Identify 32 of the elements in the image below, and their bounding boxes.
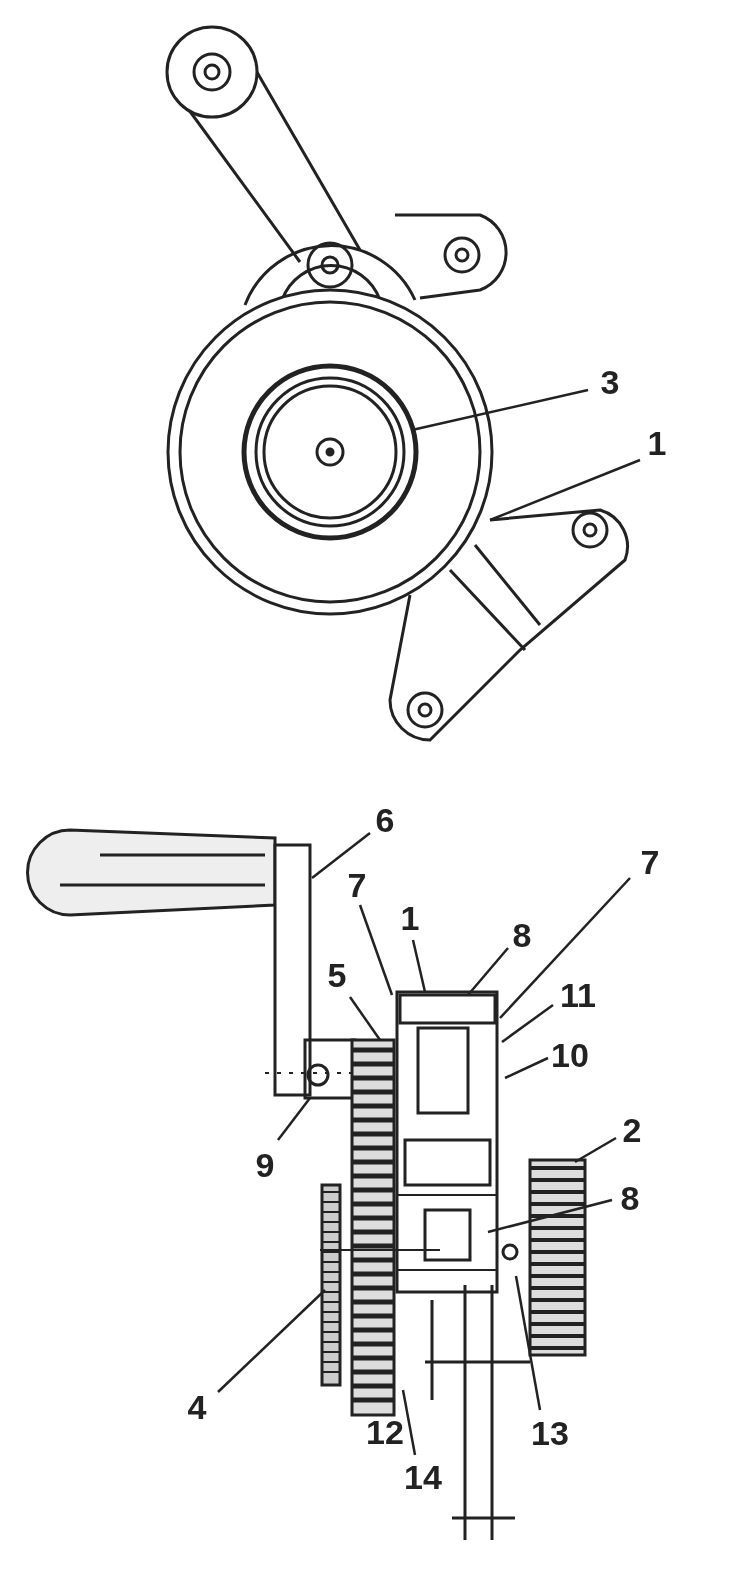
callout-number: 10 [551, 1038, 589, 1072]
leader-line [489, 458, 641, 522]
callout-number: 6 [375, 803, 395, 837]
leader-line [411, 939, 427, 993]
leader-line [311, 832, 371, 879]
leader-line [574, 1136, 617, 1164]
callout-number: 12 [366, 1415, 404, 1449]
leader-line [358, 904, 394, 996]
leader-line [499, 877, 631, 1019]
callout-number: 11 [560, 978, 596, 1012]
leader-line [514, 1275, 542, 1411]
callout-number: 3 [600, 365, 620, 399]
callout-number: 1 [400, 901, 420, 935]
leader-line [277, 1097, 311, 1141]
callout-number: 9 [255, 1148, 275, 1182]
leader-line [501, 1004, 554, 1043]
callout-number: 4 [187, 1390, 207, 1424]
callout-number: 7 [640, 845, 660, 879]
callout-number: 14 [404, 1460, 442, 1494]
callout-number: 1 [647, 426, 667, 460]
callout-number: 7 [347, 868, 367, 902]
callout-number: 13 [531, 1416, 569, 1450]
leader-line [487, 1198, 613, 1234]
callout-number: 5 [327, 958, 347, 992]
leader-line [217, 1289, 326, 1393]
callout-number: 2 [622, 1113, 642, 1147]
leader-line [401, 1389, 417, 1456]
leader-line [504, 1056, 549, 1080]
leader-line [467, 947, 509, 996]
callout-number: 8 [512, 918, 532, 952]
leader-line [348, 996, 382, 1041]
callout-number: 8 [620, 1181, 640, 1215]
